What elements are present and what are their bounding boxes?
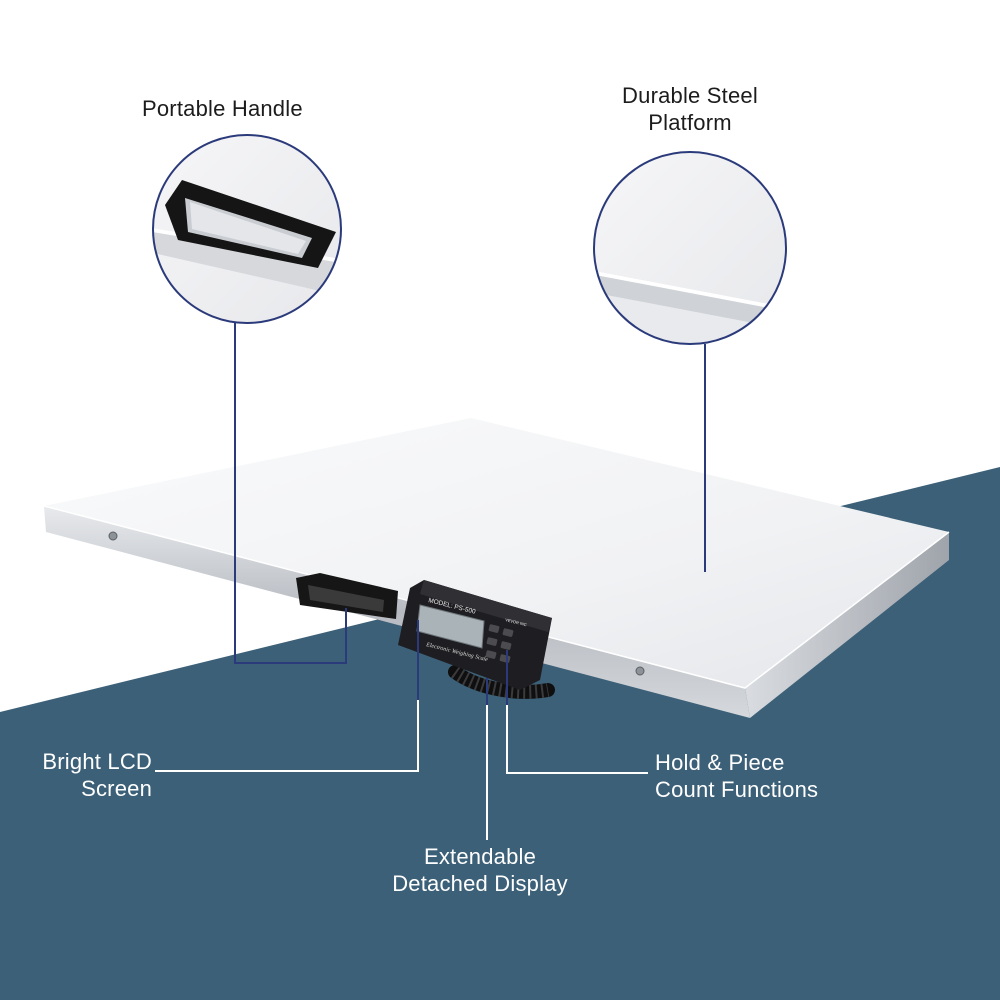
brand-text: VEVOR INC [505, 617, 528, 627]
callout-line-hold-light [506, 705, 648, 774]
screw-icon [635, 666, 645, 676]
coiled-cable [448, 665, 555, 699]
label-portable-handle: Portable Handle [142, 96, 303, 121]
label-hold-piece: Hold & Piece Count Functions [655, 750, 819, 802]
label-lcd-screen: Bright LCD Screen [42, 749, 152, 801]
label-detached-display: Extendable Detached Display [392, 844, 568, 896]
keypad [485, 624, 514, 663]
steel-platform [43, 418, 950, 718]
handle-detail-circle [152, 134, 342, 324]
callout-line-lcd-light [155, 700, 419, 772]
label-steel-platform: Durable Steel Platform [622, 83, 758, 135]
callout-line-handle [234, 323, 347, 664]
screw-icon [108, 531, 118, 541]
handle [296, 573, 398, 619]
detached-display: MODEL: PS-500 VEVOR INC Electronic Weigh… [398, 580, 552, 690]
platform-detail-circle [593, 151, 787, 345]
